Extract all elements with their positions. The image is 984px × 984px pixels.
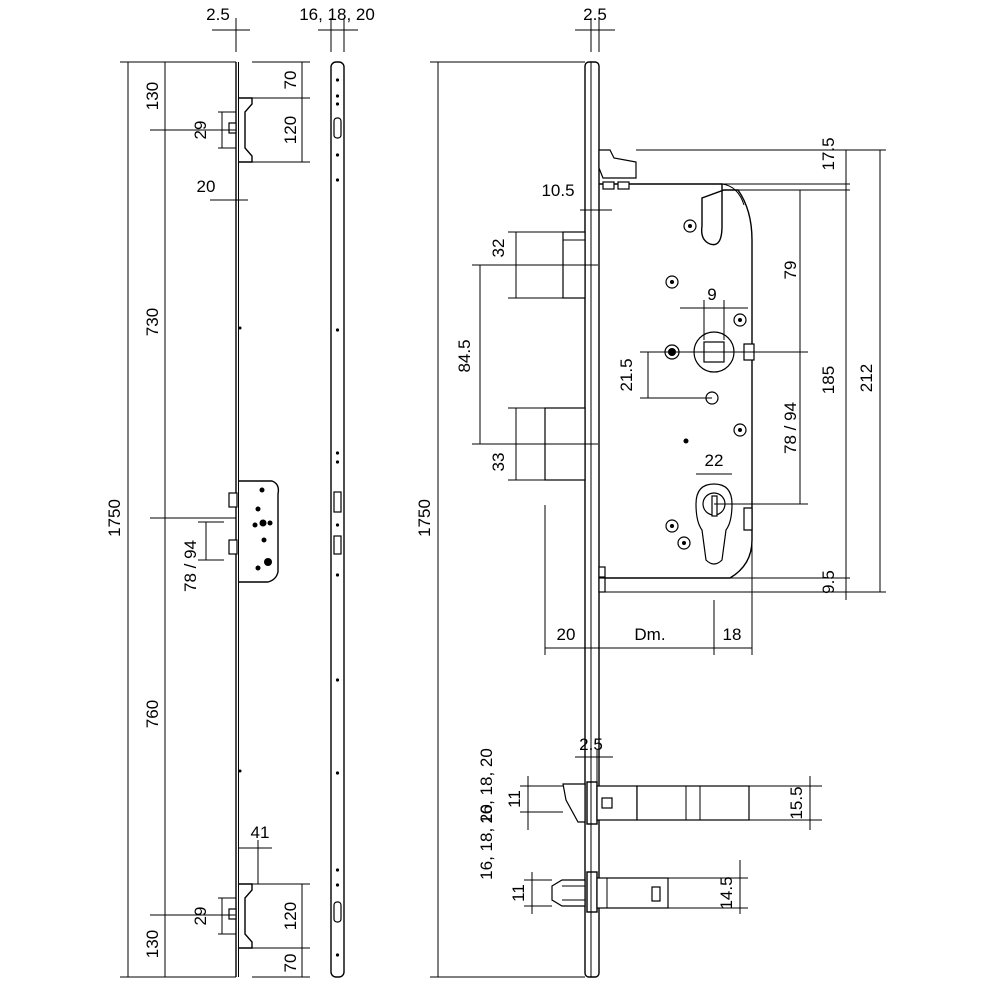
dim-upper-span: 730 — [143, 308, 162, 336]
dim-top-hook-upper: 70 — [281, 71, 300, 90]
dim-lock-thickness: 2.5 — [583, 5, 607, 24]
dim-case-inner-height: 185 — [819, 366, 838, 394]
dim-hook-bolt-widths-lower: 16, 18, 20 — [477, 804, 496, 880]
dim-bottom-hook-height: 120 — [281, 902, 300, 930]
dim-bottom-case-offset: 9.5 — [819, 570, 838, 594]
dim-bottom-hook-gap: 29 — [191, 907, 210, 926]
dim-spindle-size: 9 — [707, 285, 716, 304]
dim-backset-label: Dm. — [634, 625, 665, 644]
dim-follower-to-top: 79 — [781, 261, 800, 280]
dim-top-case-offset: 17.5 — [819, 137, 838, 170]
dim-pin-bolt-gap: 11 — [509, 884, 528, 902]
dim-cylinder-width: 22 — [705, 451, 724, 470]
dim-hook-depth: 41 — [251, 823, 270, 842]
lock-case-detail — [544, 61, 755, 978]
dim-bolt-height: 33 — [489, 453, 508, 472]
faceplate-edge-view — [318, 18, 358, 978]
dim-lower-span: 760 — [143, 700, 162, 728]
dim-hook-bolt-gap: 11 — [505, 790, 524, 808]
dim-latch-height: 32 — [489, 239, 508, 258]
dim-follower-to-screw: 21.5 — [617, 358, 636, 391]
dim-hook-bolt-height: 15.5 — [787, 786, 806, 819]
dim-center-distance: 78 / 94 — [181, 540, 200, 592]
dim-cylinder-offset: 18 — [723, 625, 742, 644]
dim-bottom-hook-lower: 70 — [281, 954, 300, 973]
dim-faceplate-widths: 16, 18, 20 — [299, 5, 375, 24]
dim-top-hook-height: 120 — [281, 116, 300, 144]
dim-hook-bolt-widths-upper: 16, 18, 20 — [477, 748, 496, 824]
dim-strip-thickness: 2.5 — [206, 5, 230, 24]
dim-top-hook-gap: 29 — [191, 121, 210, 140]
dim-follower-center-distance: 78 / 94 — [781, 402, 800, 454]
dim-latch-to-bolt: 84.5 — [455, 339, 474, 372]
dim-overall-length: 1750 — [105, 499, 124, 537]
pin-bolt-detail — [524, 860, 748, 914]
multipoint-front-view — [228, 62, 280, 977]
front-view-dimension-lines — [120, 18, 310, 978]
lock-case-dimension-lines — [430, 18, 886, 978]
dim-pin-bolt-height: 14.5 — [717, 876, 736, 909]
dim-faceplate-offset: 10.5 — [541, 181, 574, 200]
dim-lock-overall-length: 1750 — [415, 499, 434, 537]
dim-hook-bolt-thickness: 2.5 — [579, 735, 603, 754]
dim-hook-backset: 20 — [197, 177, 216, 196]
hook-bolt-detail — [520, 750, 822, 830]
dim-top-offset: 130 — [143, 82, 162, 110]
dim-bottom-offset: 130 — [143, 930, 162, 958]
dim-bolt-throw: 20 — [557, 625, 576, 644]
dim-case-outer-height: 212 — [857, 364, 876, 392]
